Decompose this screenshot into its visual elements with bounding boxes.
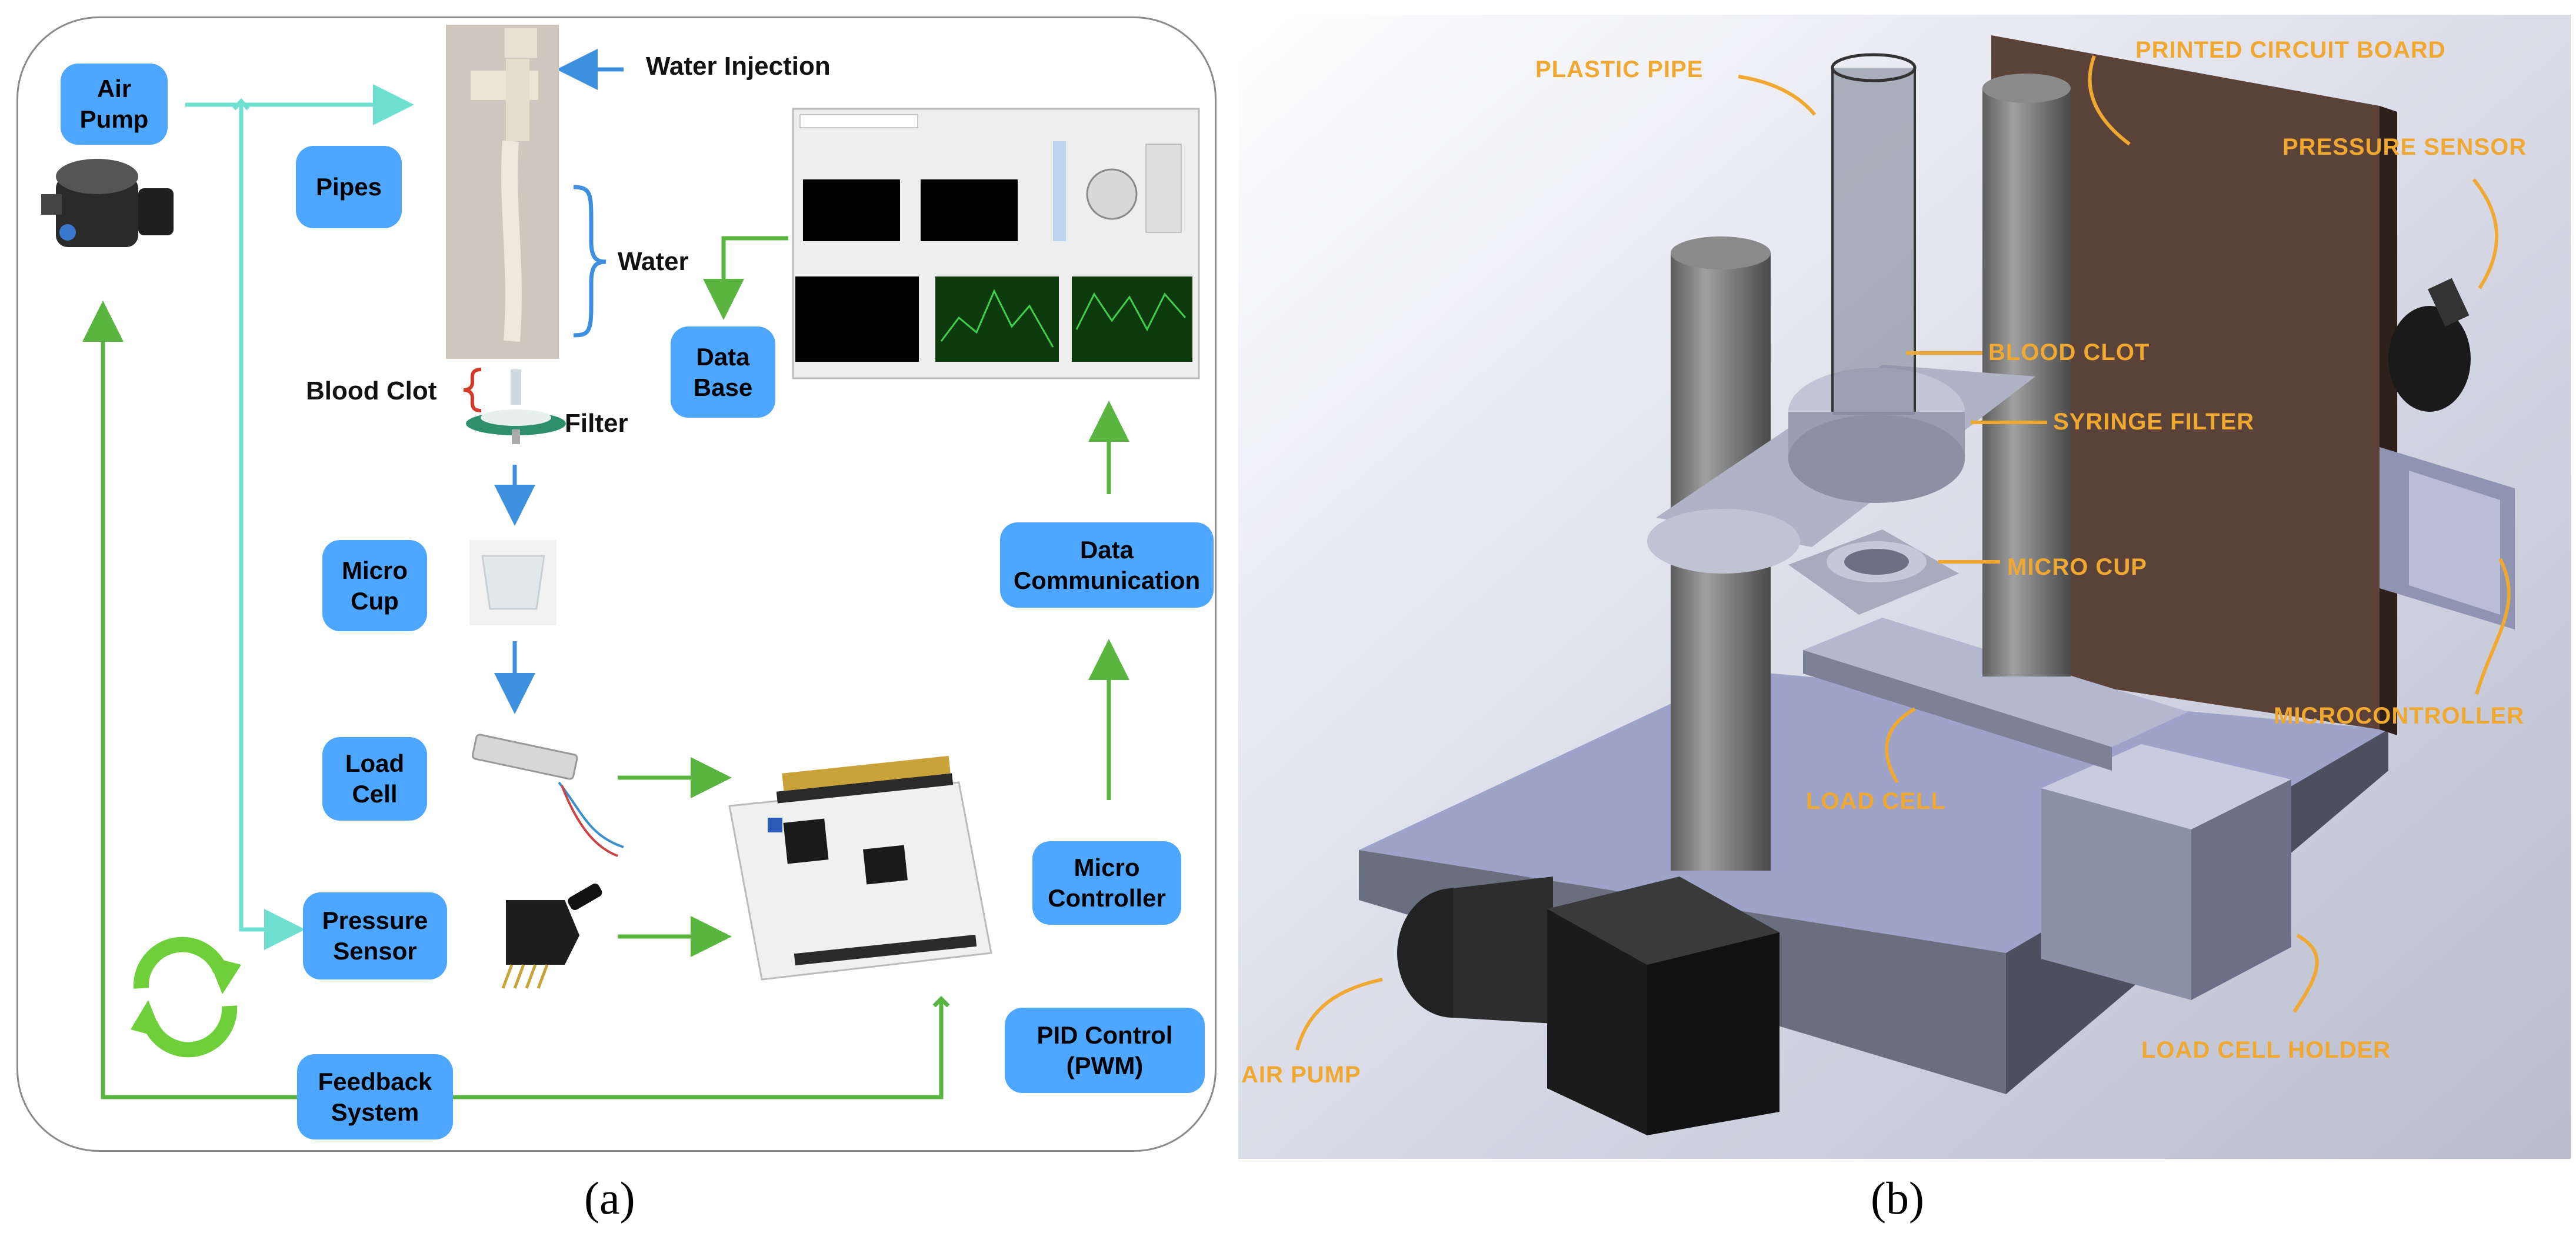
flow-arrows	[494, 49, 624, 714]
air-pump-image	[41, 159, 174, 247]
microcontroller-board-image	[728, 755, 992, 981]
pressure-sensor-image	[501, 884, 602, 989]
blood-clot-callout: BLOOD CLOT	[1988, 339, 2150, 365]
refresh-cycle-icon	[131, 937, 241, 1058]
pressure-sensor-part	[2388, 278, 2471, 412]
load-cell-part	[1803, 618, 2188, 771]
data-communication-box: Data Communication	[1000, 522, 1214, 608]
micro-cup-callout: MICRO CUP	[2007, 554, 2147, 580]
micro-cup-box: Micro Cup	[322, 540, 427, 631]
air-pump-callout: AIR PUMP	[1241, 1062, 1361, 1088]
water-injection-label: Water Injection	[646, 52, 831, 81]
filter-label: Filter	[565, 409, 628, 438]
blood-clot-label: Blood Clot	[306, 376, 437, 405]
micro-controller-box: Micro Controller	[1032, 841, 1181, 925]
printed-circuit-board-callout: PRINTED CIRCUIT BOARD	[2135, 37, 2446, 63]
air-line	[185, 84, 414, 950]
pressure-sensor-callout: PRESSURE SENSOR	[2282, 134, 2527, 160]
syringe-filter-image	[466, 369, 566, 444]
feedback-system-box: Feedback System	[297, 1054, 453, 1139]
plastic-pipe-part	[1831, 53, 1917, 415]
pressure-sensor-box: Pressure Sensor	[303, 892, 447, 979]
load-cell-callout: LOAD CELL	[1806, 788, 1946, 814]
water-label: Water	[618, 247, 689, 276]
data-base-box: Data Base	[671, 326, 775, 418]
air-pump-part	[1397, 877, 1779, 1135]
callout-arrows	[1295, 55, 2511, 1051]
load-cell-image	[471, 734, 624, 857]
load-cell-holder-callout: LOAD CELL HOLDER	[2141, 1037, 2391, 1063]
panel-a-caption: (a)	[584, 1172, 635, 1224]
panel-b-caption: (b)	[1871, 1172, 1924, 1224]
plastic-pipe-callout: PLASTIC PIPE	[1535, 56, 1704, 82]
micro-cup-part	[1788, 529, 1959, 615]
pipe-image	[446, 25, 559, 359]
microcontroller-part	[2380, 447, 2515, 629]
panel-a-connectors	[41, 25, 1200, 1099]
blood-clot-brace	[463, 368, 482, 412]
microcontroller-callout: MICROCONTROLLER	[2274, 703, 2525, 729]
micro-cup-image	[469, 540, 556, 625]
air-pump-box: Air Pump	[61, 64, 168, 145]
pipes-box: Pipes	[296, 146, 402, 228]
syringe-filter-callout: SYRINGE FILTER	[2053, 409, 2255, 435]
feedback-line	[82, 301, 950, 1099]
data-flow-lines	[618, 236, 1129, 957]
load-cell-box: Load Cell	[322, 737, 427, 821]
pid-control-box: PID Control (PWM)	[1005, 1008, 1205, 1093]
software-screenshot-image	[792, 108, 1200, 379]
load-cell-holder-part	[2041, 744, 2291, 1000]
syringe-filter-part	[1647, 365, 2035, 574]
